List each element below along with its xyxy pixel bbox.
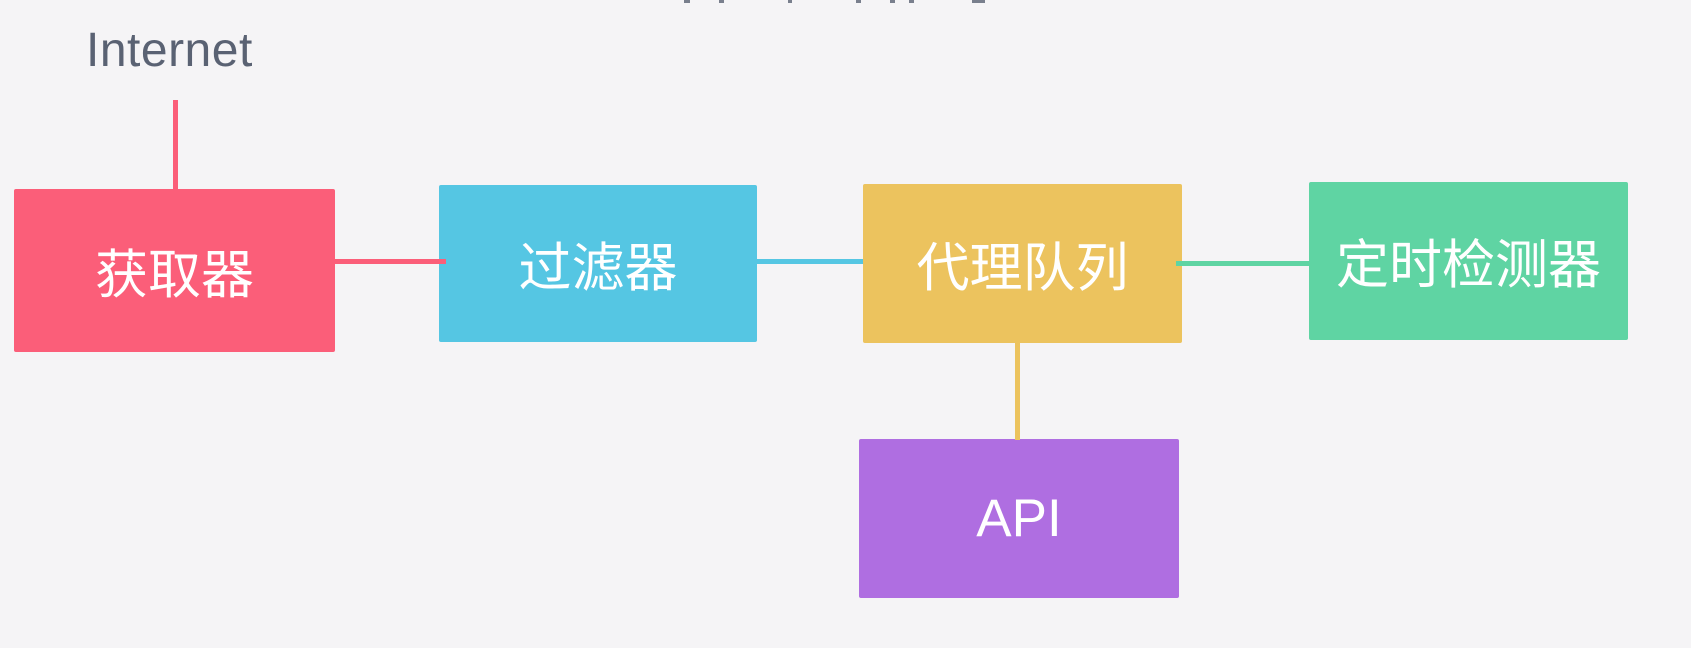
node-filter-label: 过滤器: [518, 238, 678, 298]
cropped-title-fragment: [684, 0, 690, 3]
cropped-title-fragment: [890, 0, 895, 3]
cropped-title-fragment: [856, 0, 861, 3]
node-proxy-queue-label: 代理队列: [916, 238, 1129, 298]
internet-label: Internet: [86, 24, 253, 77]
node-api: API: [859, 439, 1179, 598]
node-proxy-queue: 代理队列: [863, 184, 1182, 343]
node-api-label: API: [976, 489, 1062, 548]
cropped-title-fragment: [909, 0, 914, 3]
edge-fetcher-to-filter: [333, 259, 446, 264]
edge-filter-to-proxy-queue: [757, 259, 863, 264]
cropped-title-fragment: [719, 0, 724, 3]
cropped-title-fragment: [972, 0, 985, 3]
node-timed-detector-label: 定时检测器: [1336, 236, 1601, 295]
edge-proxy-queue-to-timed-detector: [1176, 261, 1310, 266]
cropped-title-fragments: [0, 0, 1691, 4]
node-timed-detector: 定时检测器: [1309, 182, 1628, 340]
node-filter: 过滤器: [439, 185, 757, 342]
edge-internet-to-fetcher: [173, 100, 178, 190]
node-fetcher: 获取器: [14, 189, 335, 352]
cropped-title-fragment: [788, 0, 792, 3]
edge-proxy-queue-to-api: [1015, 343, 1020, 440]
node-fetcher-label: 获取器: [95, 245, 254, 305]
